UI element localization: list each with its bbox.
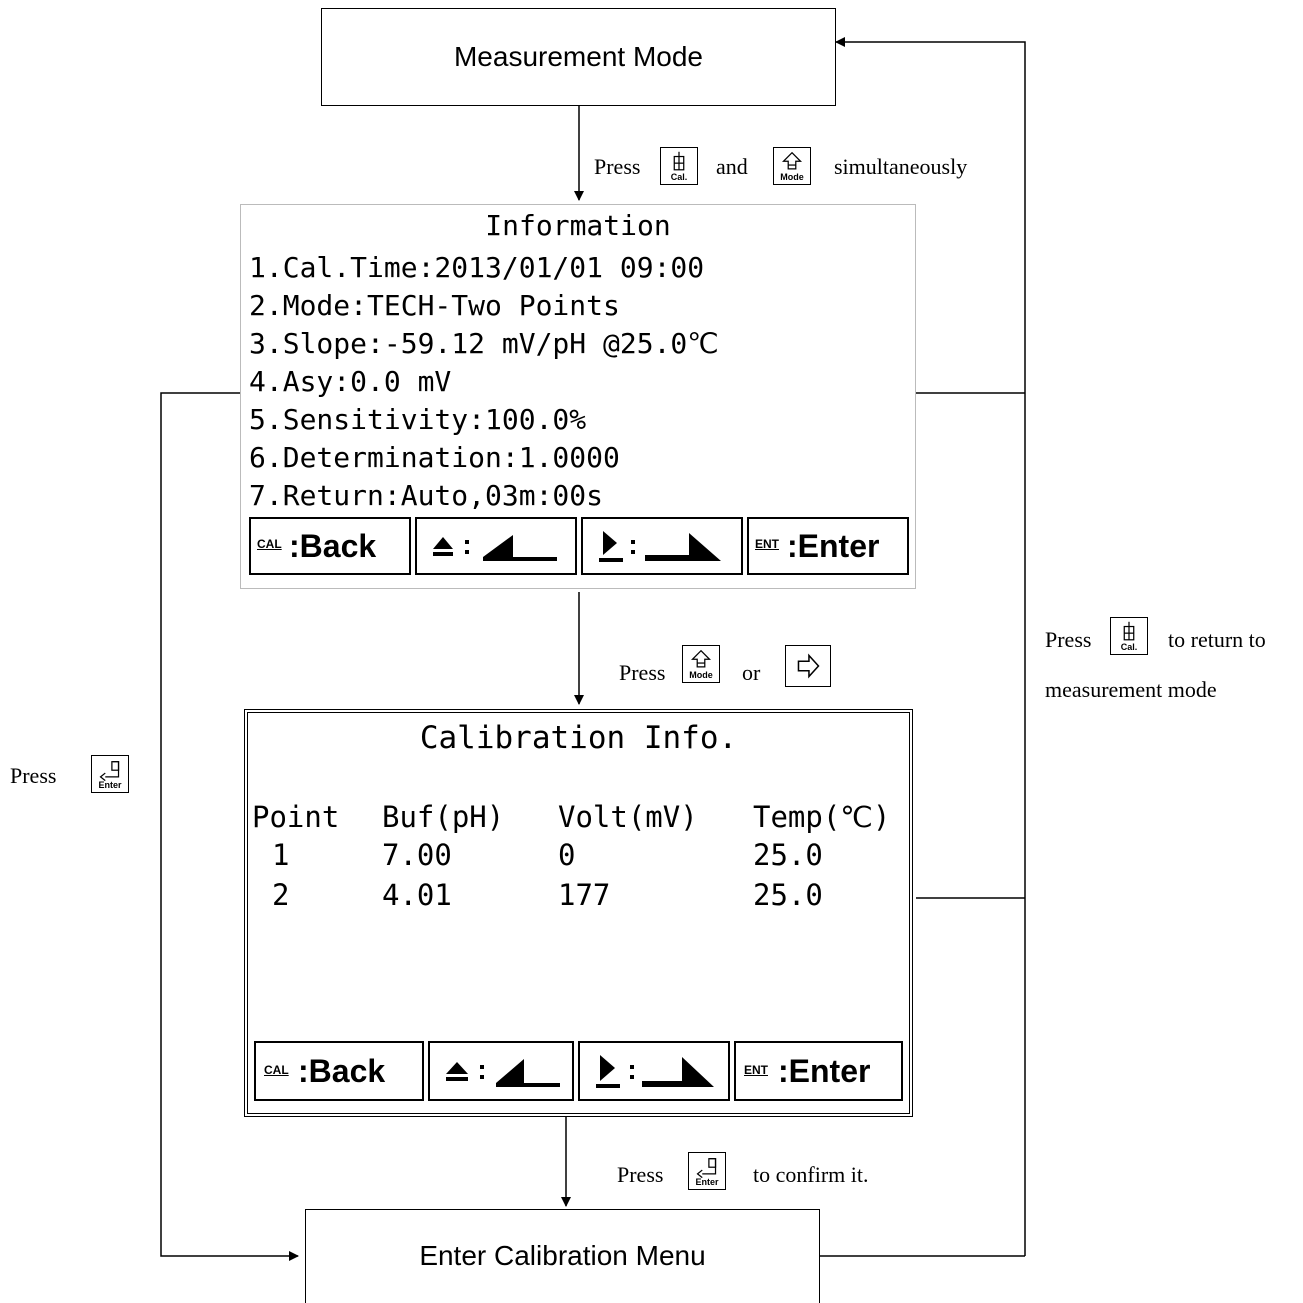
enter-key-icon: Enter [688,1152,726,1190]
ent-enter-softkey[interactable]: ENT :Enter [747,517,909,575]
measurement-mode-label: Measurement Mode [453,41,703,72]
col-header-volt: Volt(mV) [558,800,698,834]
label-press-5: Press [617,1162,664,1187]
info-line-7: 7.Return:Auto,03m:00s [249,479,604,512]
information-screen: Information 1.Cal.Time:2013/01/01 09:00 … [240,204,916,589]
table-cell: 177 [558,878,611,912]
up-triangle-icon [446,1059,560,1087]
label-press-2: Press [619,660,666,685]
col-header-point: Point [252,800,340,834]
up-triangle-icon [433,535,557,561]
cal-back-softkey[interactable]: CAL :Back [254,1041,424,1101]
info-line-1: 1.Cal.Time:2013/01/01 09:00 [249,251,705,284]
right-next-softkey[interactable] [581,517,743,575]
right-next-softkey[interactable] [578,1041,730,1101]
enter-key-icon: Enter [91,755,129,793]
up-prev-softkey[interactable] [415,517,577,575]
info-line-5: 5.Sensitivity:100.0% [249,403,587,436]
table-cell: 7.00 [382,838,452,872]
col-header-buf: Buf(pH) [382,800,505,834]
info-line-2: 2.Mode:TECH-Two Points [249,289,620,322]
information-title: Information [485,209,671,242]
mode-key-icon: Mode [773,147,811,185]
table-cell: 25.0 [753,878,823,912]
cal-key-icon: Cal. [1110,617,1148,655]
info-line-4: 4.Asy:0.0 mV [249,365,452,398]
arrow-return-to-measure [835,37,1026,1256]
label-to-confirm-it: to confirm it. [753,1162,869,1187]
right-arrow-key-icon [785,645,831,687]
label-press-4: Press [10,763,57,788]
col-header-temp: Temp(℃) [753,800,891,834]
table-cell: 4.01 [382,878,452,912]
info-line-3: 3.Slope:-59.12 mV/pH @25.0℃ [249,327,719,360]
table-cell: 1 [272,838,290,872]
cal-key-icon: Cal. [660,147,698,185]
label-and: and [716,154,748,179]
ent-enter-softkey[interactable]: ENT :Enter [734,1041,903,1101]
table-cell: 2 [272,878,290,912]
calibration-info-title: Calibration Info. [419,720,738,756]
calibration-info-screen: Calibration Info. Point Buf(pH) Volt(mV)… [244,709,913,1117]
info-line-6: 6.Determination:1.0000 [249,441,620,474]
table-cell: 0 [558,838,576,872]
right-triangle-icon [596,1055,714,1088]
measurement-mode-box: Measurement Mode [321,8,836,106]
label-press-3: Press [1045,627,1092,652]
mode-key-icon: Mode [682,645,720,683]
up-prev-softkey[interactable] [428,1041,574,1101]
arrow-info-to-menu-left [160,392,299,1261]
label-or: or [742,660,761,685]
right-triangle-icon [599,531,721,562]
table-cell: 25.0 [753,838,823,872]
label-press-1: Press [594,154,641,179]
cal-back-softkey[interactable]: CAL :Back [249,517,411,575]
label-simultaneously: simultaneously [834,154,968,179]
label-to-return-to: to return to [1168,627,1266,652]
enter-calibration-menu-box: Enter Calibration Menu [305,1209,820,1303]
enter-calibration-menu-label: Enter Calibration Menu [419,1240,706,1271]
label-measurement-mode: measurement mode [1045,677,1217,702]
